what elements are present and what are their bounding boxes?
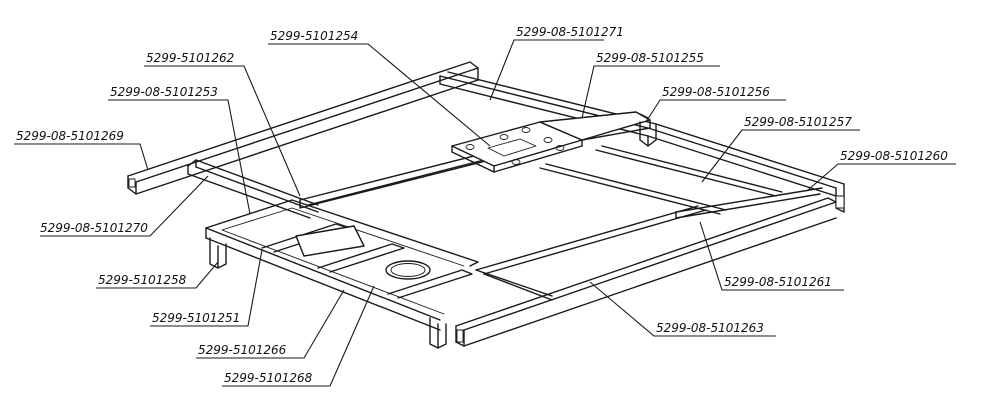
label-5101257: 5299-08-5101257 [744,115,852,129]
label-5101256: 5299-08-5101256 [662,85,770,99]
label-5101253: 5299-08-5101253 [110,85,218,99]
leader-5101271 [489,39,604,101]
leader-5101255 [581,65,720,119]
leader-lines [14,39,956,387]
label-5101269: 5299-08-5101269 [16,129,124,143]
front-platform [205,199,479,331]
gusset-plate [539,111,651,141]
label-5101271: 5299-08-5101271 [516,25,624,39]
leader-5101270 [40,175,209,237]
leader-5101256 [645,99,786,123]
leader-5101251 [150,249,263,327]
leader-5101266 [196,289,345,359]
leader-5101268 [222,285,375,387]
leader-5101257 [701,129,860,183]
leader-5101263 [589,281,776,337]
label-5101258: 5299-5101258 [98,273,187,287]
leader-5101258 [96,261,219,289]
front-long-rail [455,197,837,347]
label-5101270: 5299-08-5101270 [40,221,148,235]
platform-legs [209,237,447,349]
frame-structure [127,61,845,349]
label-5101266: 5299-5101266 [198,343,287,357]
label-5101260: 5299-08-5101260 [840,149,948,163]
inner-crossbars [539,145,823,219]
leader-5101254 [268,43,491,147]
label-5101268: 5299-5101268 [224,371,313,385]
label-5101251: 5299-5101251 [152,311,240,325]
label-5101254: 5299-5101254 [270,29,358,43]
leader-5101269 [14,143,149,171]
left-long-beam [187,159,319,219]
label-5101255: 5299-08-5101255 [596,51,704,65]
label-5101263: 5299-08-5101263 [656,321,764,335]
leader-5101261 [699,221,844,291]
right-side-rail [647,123,845,197]
mid-crossbar [475,205,707,301]
front-right-post [835,183,845,213]
leader-5101253 [108,99,251,215]
label-5101262: 5299-5101262 [146,51,234,65]
leader-5101260 [807,163,956,191]
rear-right-post [639,121,657,147]
leader-5101262 [144,65,301,197]
rear-crossbar [127,61,479,195]
part-labels: 5299-5101254 5299-08-5101271 5299-510126… [16,25,948,385]
label-5101261: 5299-08-5101261 [724,275,832,289]
